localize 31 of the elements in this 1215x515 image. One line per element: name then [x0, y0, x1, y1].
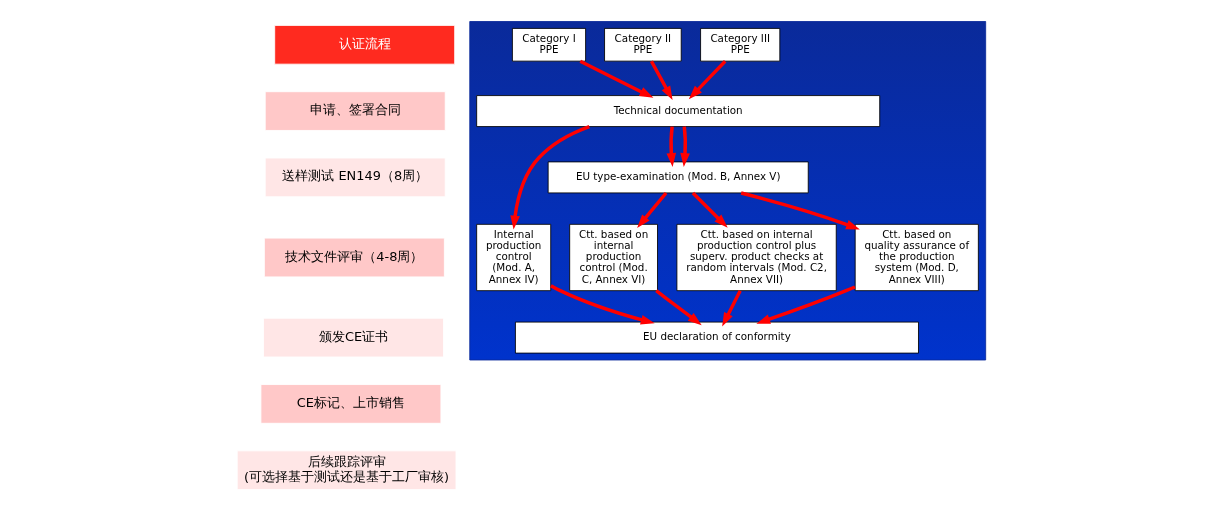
arrow — [721, 289, 742, 327]
node-box: EU declaration of conformity — [514, 321, 919, 354]
arrow — [755, 285, 856, 324]
arrow — [509, 125, 590, 230]
arrow — [549, 284, 655, 325]
node-box: Internal production control (Mod. A, Annex IV) — [475, 223, 551, 292]
arrow — [740, 191, 860, 230]
arrow — [691, 191, 728, 228]
arrow — [649, 60, 673, 100]
arrow — [688, 60, 726, 100]
arrow — [654, 289, 702, 326]
node-box: Ctt. based on internal production control plus superv. product checks at random intervals (Mod. C2, Annex VII) — [675, 223, 837, 292]
node-box: Category II PPE — [603, 27, 682, 62]
node-box: EU type-examination (Mod. B, Annex V) — [547, 161, 809, 194]
node-box: 认证流程 — [273, 24, 455, 65]
arrow — [679, 126, 690, 167]
node-box: Technical documentation — [475, 95, 880, 128]
node-box: Category I PPE — [511, 27, 586, 62]
node-box: 技术文件评审（4-8周） — [263, 237, 445, 278]
arrow — [579, 59, 653, 98]
node-box: Ctt. based on quality assurance of the production system (Mod. D, Annex VIII) — [854, 223, 979, 292]
node-box: 申请、签署合同 — [264, 91, 446, 131]
node-box: 送样测试 EN149（8周） — [264, 157, 446, 198]
arrow — [665, 126, 676, 167]
node-box: Ctt. based on internal production control (Mod. C, Annex VI) — [568, 223, 658, 292]
node-box: Category III PPE — [699, 27, 780, 62]
node-box: CE标记、上市销售 — [260, 384, 441, 424]
cluster — [468, 21, 986, 361]
arrow — [636, 191, 667, 229]
node-box: 后续跟踪评审 (可选择基于测试还是基于工厂审核) — [236, 450, 456, 491]
node-box: 颁发CE证书 — [262, 317, 444, 358]
